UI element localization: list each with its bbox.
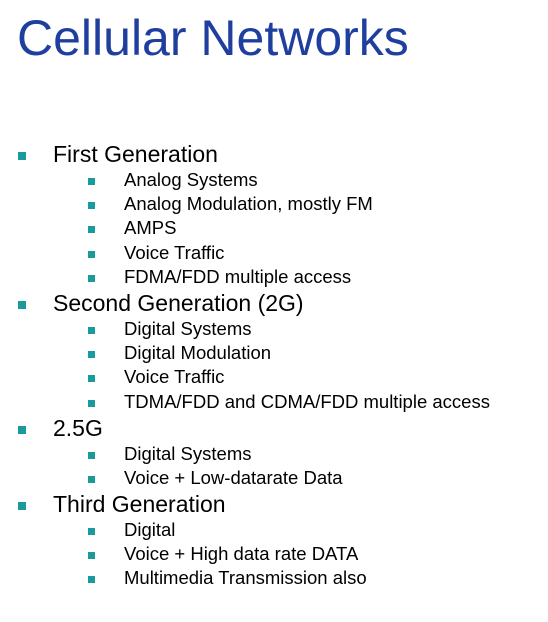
square-bullet-icon	[88, 399, 95, 407]
square-bullet-icon	[88, 326, 95, 334]
list-item: Voice Traffic	[0, 241, 548, 265]
square-bullet-icon	[88, 178, 95, 185]
square-bullet-icon	[88, 226, 95, 234]
square-bullet-icon	[88, 475, 95, 483]
section-heading: 2.5G	[53, 414, 103, 441]
section-heading: Third Generation	[53, 491, 226, 518]
section-heading: First Generation	[53, 141, 218, 167]
list-item: Voice Traffic	[0, 365, 548, 389]
list-item: TDMA/FDD and CDMA/FDD multiple access	[0, 390, 548, 414]
list-item-text: Analog Systems	[124, 169, 258, 190]
list-item: Digital Systems	[0, 442, 548, 466]
list-item-text: Digital Systems	[124, 317, 252, 339]
list-item: Analog Systems	[0, 168, 548, 192]
square-bullet-icon	[18, 425, 26, 434]
list-item: Voice + High data rate DATA	[0, 542, 548, 566]
list-item: Digital	[0, 518, 548, 542]
list-item-text: Voice Traffic	[124, 366, 225, 388]
list-item-text: FDMA/FDD multiple access	[124, 265, 352, 287]
list-item-text: Digital	[124, 519, 176, 541]
list-item: Analog Modulation, mostly FM	[0, 192, 548, 216]
list-item: Multimedia Transmission also	[0, 566, 548, 590]
square-bullet-icon	[88, 576, 95, 584]
list-item-text: Digital Systems	[124, 442, 252, 464]
list-item-text: Digital Modulation	[124, 342, 272, 364]
list-item: Voice + Low-datarate Data	[0, 466, 548, 490]
bullet-outline: First Generation Analog Systems Analog M…	[0, 140, 548, 591]
section-heading-row: First Generation	[0, 140, 548, 168]
square-bullet-icon	[18, 152, 26, 160]
square-bullet-icon	[18, 502, 26, 511]
list-item-text: AMPS	[124, 217, 177, 239]
list-item-text: Voice + Low-datarate Data	[124, 466, 343, 488]
list-item: Digital Modulation	[0, 341, 548, 365]
list-item-text: TDMA/FDD and CDMA/FDD multiple access	[124, 390, 490, 412]
list-item-text: Multimedia Transmission also	[124, 567, 367, 589]
section-heading: Second Generation (2G)	[53, 289, 304, 316]
list-item-text: Voice + High data rate DATA	[124, 543, 359, 565]
square-bullet-icon	[88, 351, 95, 359]
square-bullet-icon	[88, 451, 95, 459]
list-item: AMPS	[0, 216, 548, 240]
slide-title: Cellular Networks	[17, 10, 409, 66]
square-bullet-icon	[88, 552, 95, 560]
square-bullet-icon	[18, 300, 26, 309]
list-item-text: Voice Traffic	[124, 241, 225, 263]
list-item: Digital Systems	[0, 317, 548, 341]
section-heading-row: Second Generation (2G)	[0, 289, 548, 317]
square-bullet-icon	[88, 250, 95, 258]
section-heading-row: Third Generation	[0, 490, 548, 518]
square-bullet-icon	[88, 528, 95, 536]
list-item: FDMA/FDD multiple access	[0, 265, 548, 289]
square-bullet-icon	[88, 375, 95, 383]
list-item-text: Analog Modulation, mostly FM	[124, 193, 373, 215]
square-bullet-icon	[88, 202, 95, 210]
section-heading-row: 2.5G	[0, 414, 548, 442]
square-bullet-icon	[88, 274, 95, 282]
